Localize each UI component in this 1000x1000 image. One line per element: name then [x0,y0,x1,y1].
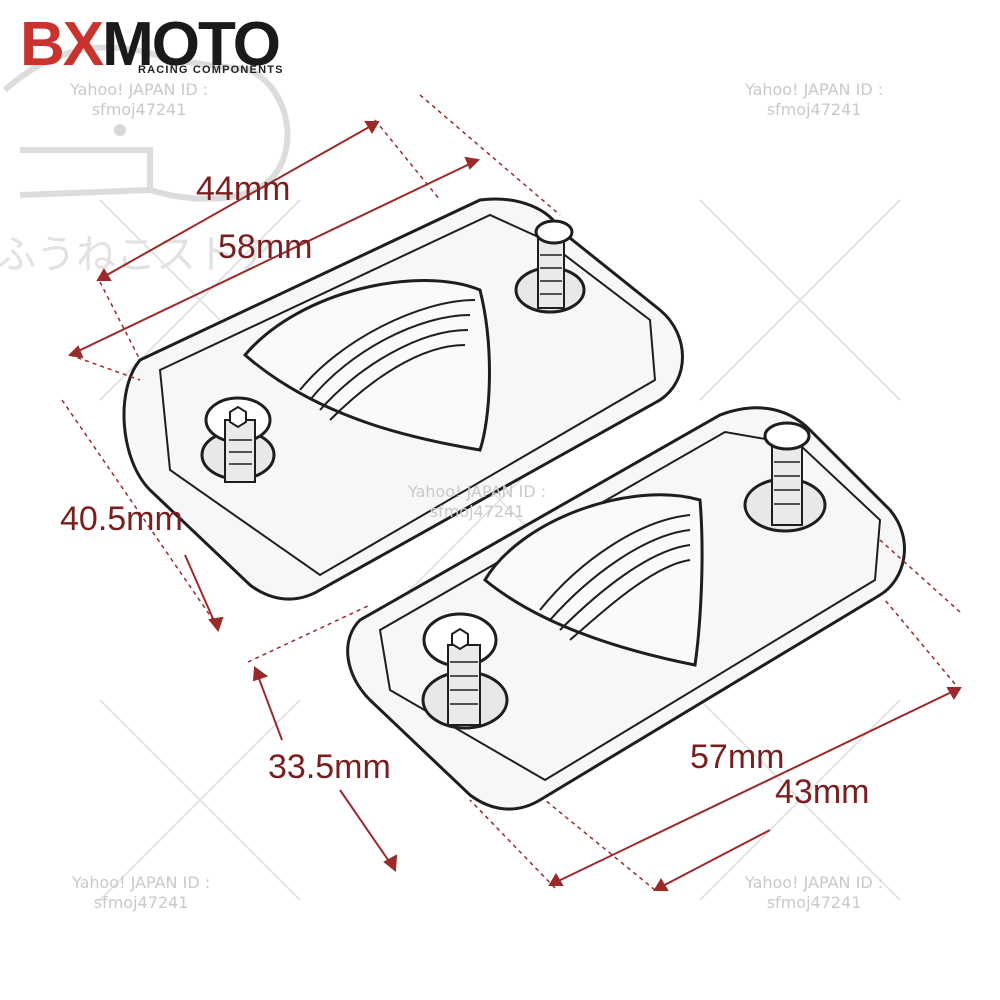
watermark-top-right: Yahoo! JAPAN ID : sfmoj47241 [745,80,883,120]
dimension-44mm-label: 44mm [196,170,291,208]
logo-moto-text: MOTO [102,10,281,79]
watermark-bottom-left: Yahoo! JAPAN ID : sfmoj47241 [72,873,210,913]
watermark-id-value: sfmoj47241 [766,100,862,119]
bxmoto-logo: BXMOTO RACING COMPONENTS [20,14,282,77]
watermark-id-label: Yahoo! JAPAN ID : [70,80,209,99]
bottom-cap [346,406,906,811]
dimension-43mm-label: 43mm [775,773,870,811]
watermark-top-left: Yahoo! JAPAN ID : sfmoj47241 [70,80,208,120]
logo-bx-text: BX [20,10,104,79]
watermark-center: Yahoo! JAPAN ID : sfmoj47241 [408,482,546,522]
watermark-id-value: sfmoj47241 [91,100,187,119]
watermark-id-value: sfmoj47241 [766,893,862,912]
watermark-id-label: Yahoo! JAPAN ID : [745,80,884,99]
watermark-id-label: Yahoo! JAPAN ID : [745,873,884,892]
dimension-33-5mm-label: 33.5mm [268,748,391,786]
watermark-id-label: Yahoo! JAPAN ID : [72,873,211,892]
logo-tagline: RACING COMPONENTS [138,64,284,76]
watermark-id-label: Yahoo! JAPAN ID : [408,482,547,501]
dimension-58mm-label: 58mm [218,228,313,266]
watermark-bottom-right: Yahoo! JAPAN ID : sfmoj47241 [745,873,883,913]
top-cap [122,197,684,601]
watermark-id-value: sfmoj47241 [429,502,525,521]
watermark-id-value: sfmoj47241 [93,893,189,912]
dimension-57mm-label: 57mm [690,738,785,776]
dimension-40-5mm-label: 40.5mm [60,500,183,538]
